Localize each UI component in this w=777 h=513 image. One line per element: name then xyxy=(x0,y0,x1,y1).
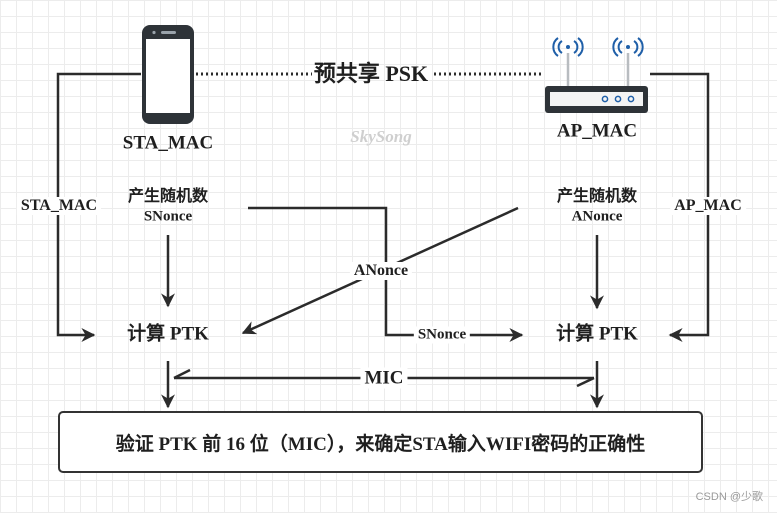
sta-nonce-label: SNonce xyxy=(143,208,193,225)
watermark: SkySong xyxy=(350,127,412,146)
ap-compute-ptk: 计算 PTK xyxy=(556,323,638,345)
ap-nonce-label: ANonce xyxy=(571,208,623,225)
mic-exchange-line xyxy=(576,376,595,388)
credit-label: CSDN @少歌 xyxy=(695,491,763,503)
anonce-transfer-label: ANonce xyxy=(349,262,413,280)
sta-compute-ptk: 计算 PTK xyxy=(127,323,209,345)
smartphone-icon xyxy=(142,25,194,124)
sta-generate-label: 产生随机数 xyxy=(127,188,209,205)
wifi-router-icon xyxy=(545,37,648,113)
sta-title: STA_MAC xyxy=(122,132,214,154)
mic-label: MIC xyxy=(360,367,408,389)
snonce-transfer-label: SNonce xyxy=(413,326,471,344)
verify-text: 验证 PTK 前 16 位（MIC），来确定STA输入WIFI密码的正确性 xyxy=(115,433,646,455)
ap-title: AP_MAC xyxy=(556,120,638,142)
psk-label: 预共享 PSK xyxy=(313,61,429,86)
ap-generate-label: 产生随机数 xyxy=(556,188,638,205)
sta-side-label: STA_MAC xyxy=(16,197,102,215)
ap-side-label: AP_MAC xyxy=(670,197,746,215)
mic-exchange-line xyxy=(173,368,191,380)
verify-box: 验证 PTK 前 16 位（MIC），来确定STA输入WIFI密码的正确性 xyxy=(58,411,703,473)
